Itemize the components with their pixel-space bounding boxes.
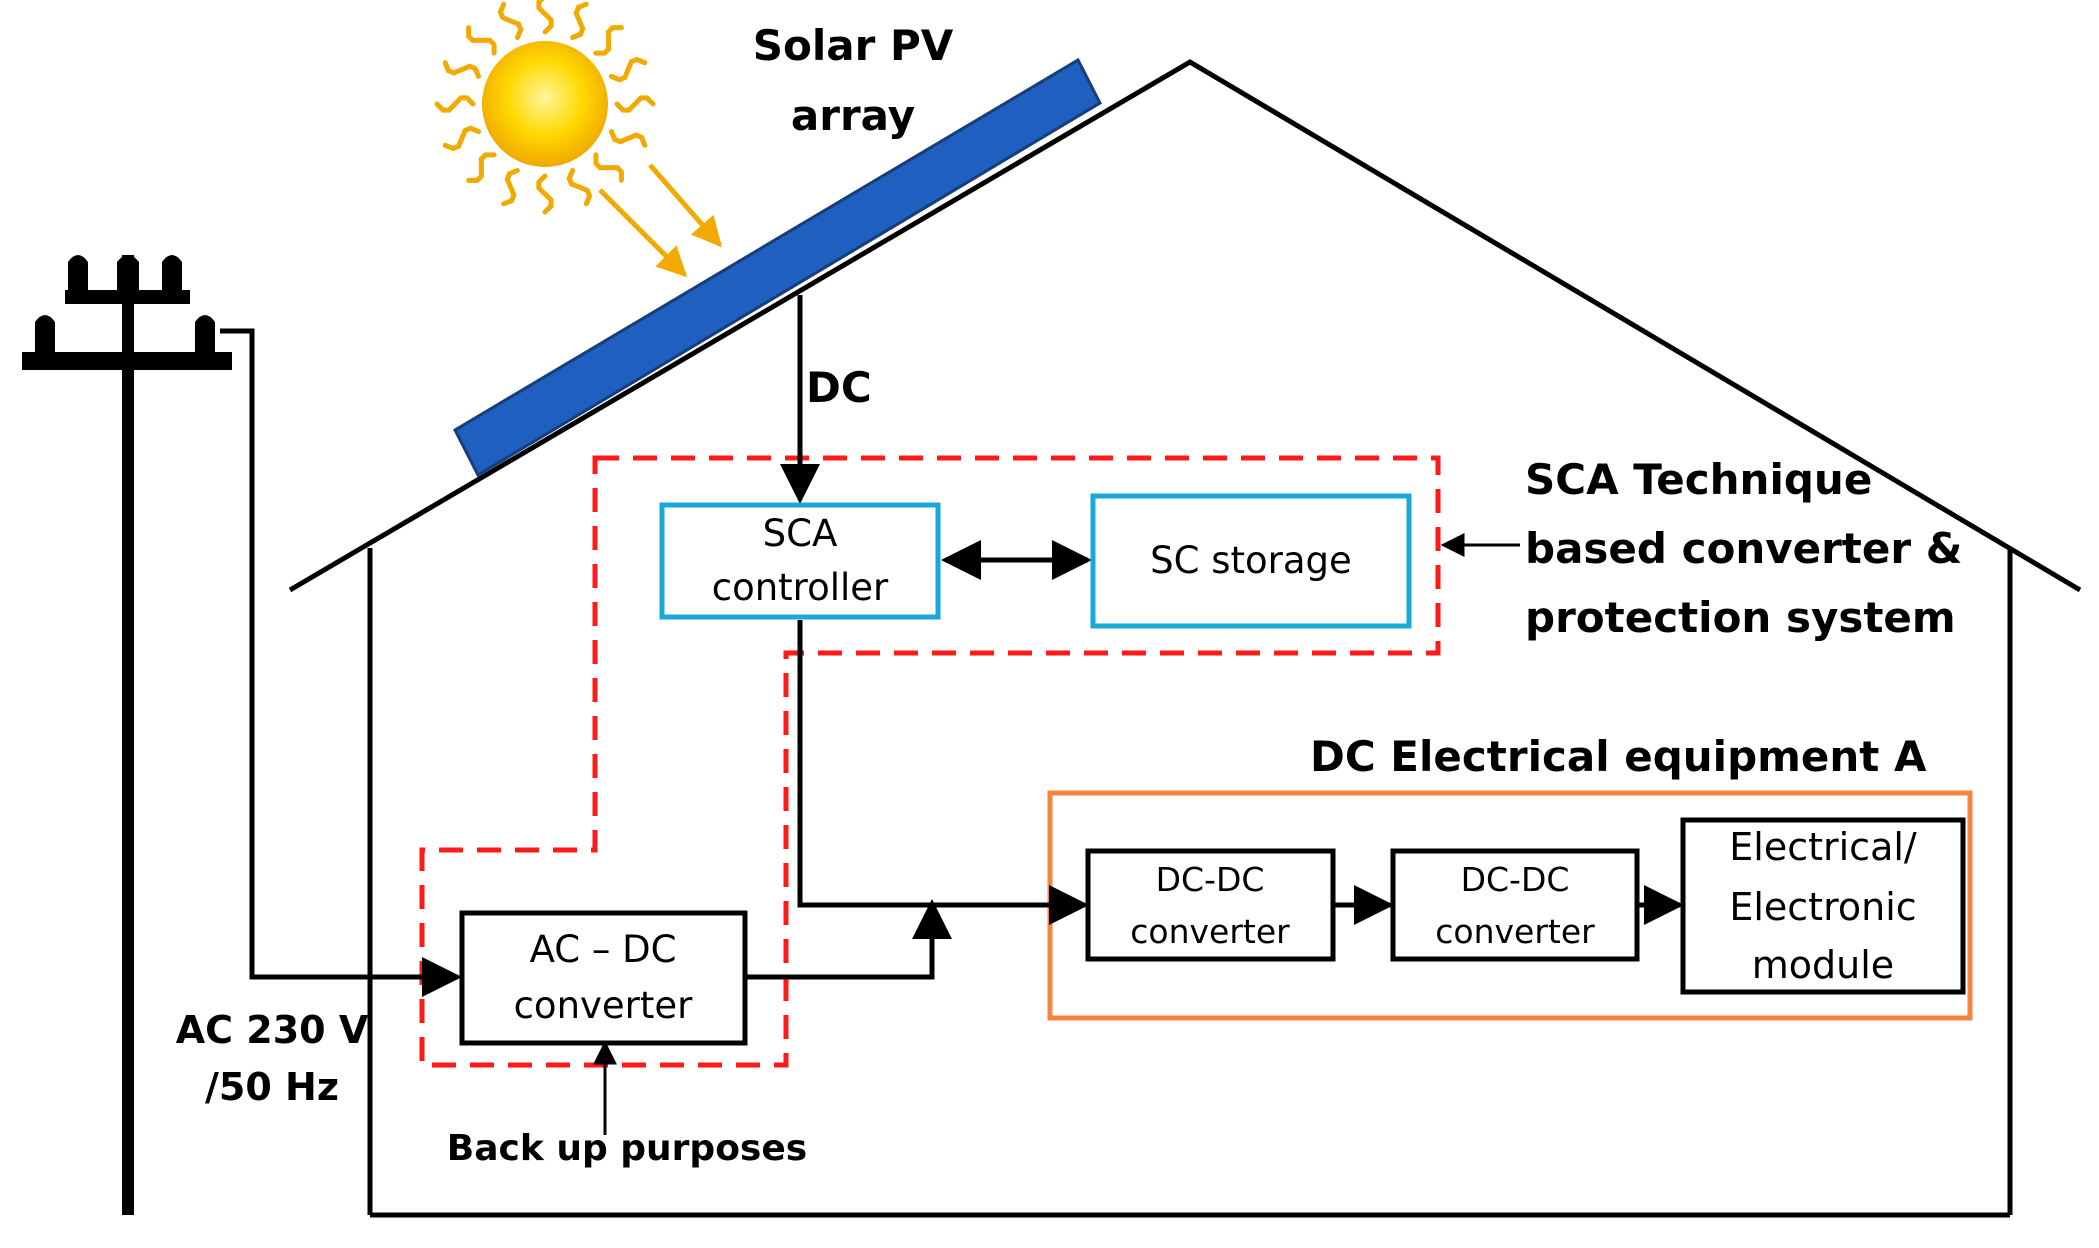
sun-ray: [466, 152, 497, 183]
sca-controller-block: SCA controller: [659, 502, 941, 620]
sun-ray: [501, 168, 520, 207]
electronic-module-block: Electrical/ Electronic module: [1680, 817, 1966, 995]
solar-pv-label-line2: array: [791, 91, 915, 140]
backup-purposes-label: Back up purposes: [447, 1128, 807, 1169]
solar-panel-icon: [453, 57, 1102, 478]
svg-text:Electrical/: Electrical/: [1729, 825, 1917, 869]
svg-text:Electronic: Electronic: [1729, 885, 1916, 929]
sca-technique-label: SCA Technique: [1525, 455, 1872, 504]
sca-boundary-dashed: [419, 455, 1441, 1068]
sun-ray: [614, 95, 656, 113]
svg-text:SC storage: SC storage: [1150, 539, 1352, 582]
svg-text:SCA: SCA: [763, 512, 838, 555]
sun-ray: [609, 56, 648, 83]
svg-text:module: module: [1752, 943, 1894, 987]
house-outline: [288, 59, 2082, 1218]
dc-dc-converter-1-block: DC-DC converter: [1085, 848, 1336, 962]
sca-technique-label-line3: protection system: [1525, 593, 1956, 642]
svg-text:converter: converter: [1435, 912, 1595, 951]
sun-ray: [609, 129, 648, 148]
sun-ray: [497, 1, 524, 40]
sun-ray: [536, 0, 554, 35]
utility-pole-icon: [22, 255, 232, 1215]
sun-ray-arrows: [598, 163, 722, 278]
sun-ray: [442, 60, 481, 79]
sun-ray: [442, 125, 481, 152]
sun-ray: [593, 25, 624, 56]
sca-technique-label-line2: based converter &: [1525, 524, 1962, 573]
sun-ray: [466, 25, 497, 56]
sun-ray: [434, 95, 476, 113]
sun-ray: [593, 152, 624, 183]
dc-equipment-label: DC Electrical equipment A: [1310, 732, 1927, 781]
wiring: [220, 295, 1684, 1135]
ac-supply-label-line2: /50 Hz: [205, 1065, 339, 1109]
svg-text:controller: controller: [712, 566, 889, 609]
dc-label: DC: [806, 363, 872, 412]
svg-text:converter: converter: [1130, 912, 1290, 951]
svg-text:DC-DC: DC-DC: [1461, 860, 1570, 899]
sun-ray: [536, 173, 554, 215]
solar-pv-label: Solar PV: [753, 21, 954, 70]
sun-ray: [566, 168, 593, 207]
sun-icon: [434, 0, 656, 215]
sun-ray: [570, 1, 589, 40]
dc-dc-converter-2-block: DC-DC converter: [1390, 848, 1640, 962]
svg-text:DC-DC: DC-DC: [1156, 860, 1265, 899]
sc-storage-block: SC storage: [1090, 493, 1412, 629]
ac-supply-label: AC 230 V: [176, 1008, 369, 1052]
ac-dc-converter-block: AC – DC converter: [459, 910, 748, 1046]
svg-text:converter: converter: [514, 984, 694, 1027]
svg-text:AC – DC: AC – DC: [530, 928, 677, 971]
